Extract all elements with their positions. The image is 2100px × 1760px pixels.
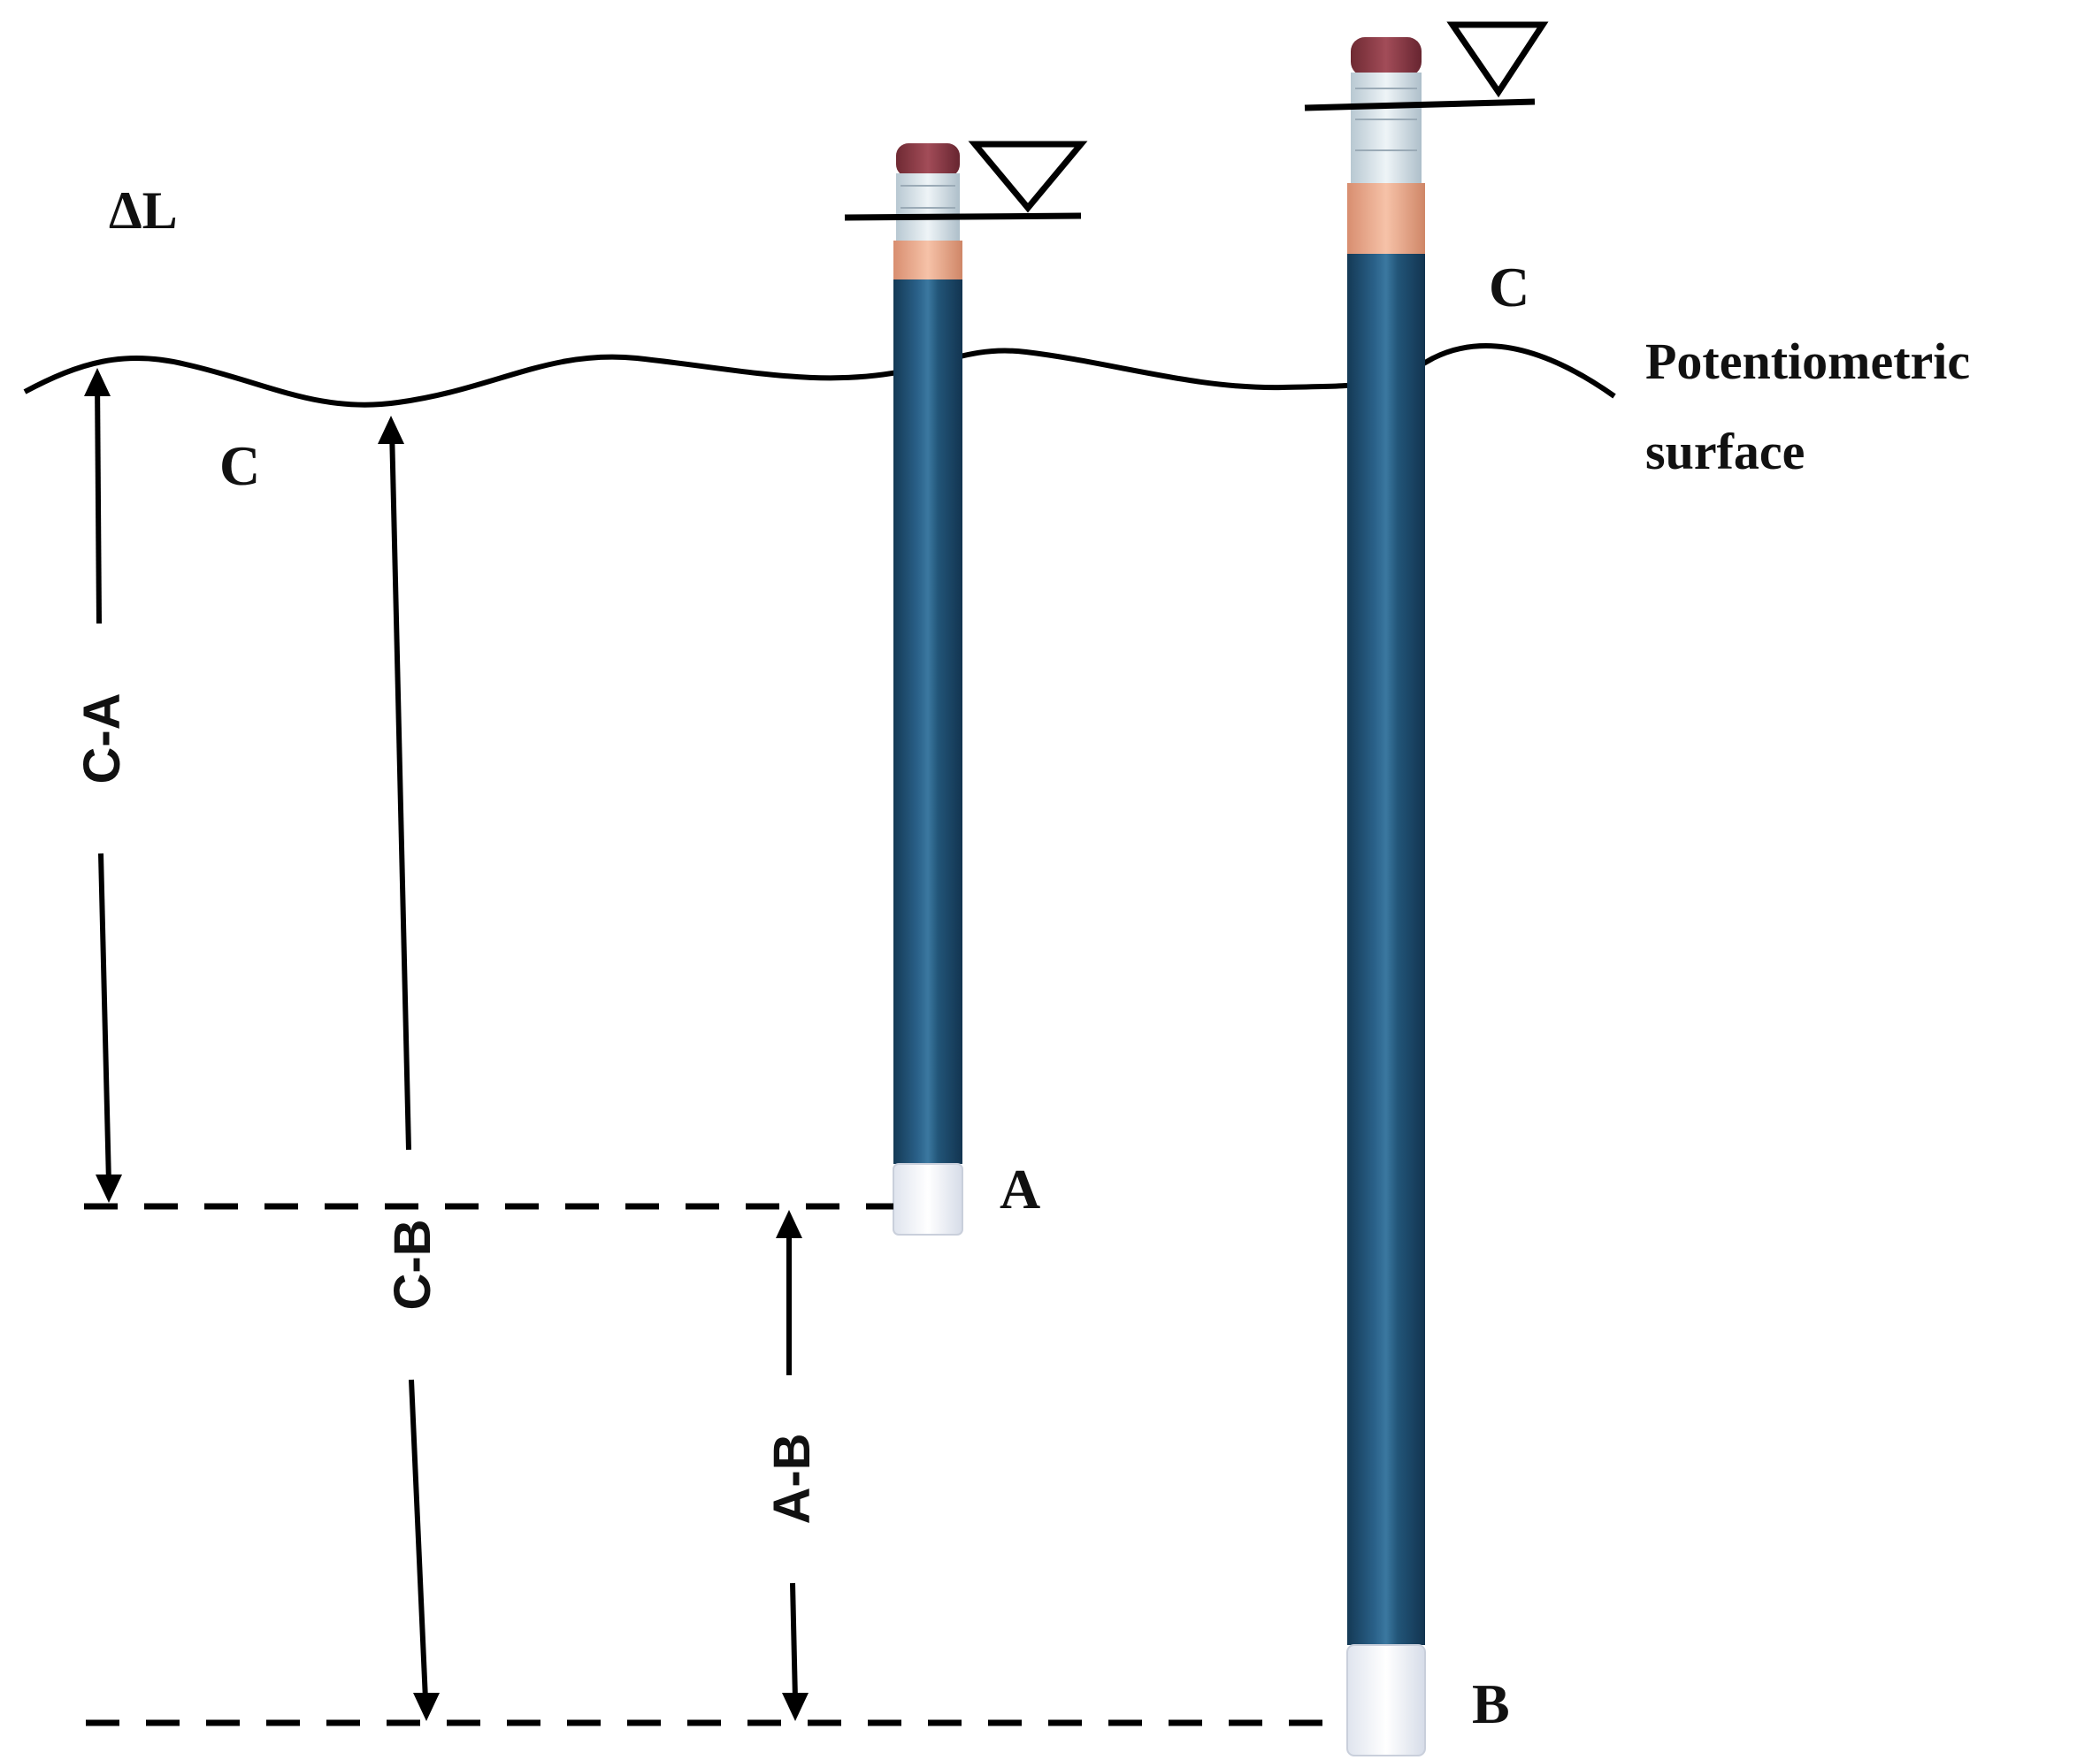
piezometer-b-collar <box>1347 183 1425 254</box>
piezometer-a-pipe <box>893 279 962 1164</box>
piezometer-a-cap <box>896 143 960 177</box>
piezometer-b <box>1346 37 1426 1756</box>
piezometer-b-pipe <box>1347 254 1425 1645</box>
c-label-left: C <box>219 434 260 497</box>
c-minus-b-arrow <box>378 416 440 1721</box>
piezometer-b-glass <box>1351 73 1422 183</box>
piezometer-a-screen-tip <box>893 1163 963 1236</box>
potentiometric-label-line2: surface <box>1645 423 1805 480</box>
piezometer-a <box>893 143 963 1236</box>
a-minus-b-arrow <box>776 1210 809 1721</box>
piezometer-b-cap <box>1351 37 1422 76</box>
c-minus-a-arrow <box>84 368 122 1203</box>
b-label: B <box>1472 1672 1510 1735</box>
c-minus-b-label: C-B <box>384 1219 441 1310</box>
piezometer-b-screen-tip <box>1346 1644 1426 1756</box>
potentiometric-label-line1: Potentiometric <box>1645 333 1970 390</box>
a-label: A <box>1000 1158 1040 1221</box>
c-label-right: C <box>1489 256 1529 318</box>
a-minus-b-label: A-B <box>763 1433 821 1524</box>
water-level-symbol-a <box>844 141 1088 221</box>
water-level-symbol-b <box>1304 21 1549 111</box>
piezometer-a-collar <box>893 241 962 279</box>
delta-l-label: ΔL <box>109 181 178 240</box>
c-minus-a-label: C-A <box>73 693 131 784</box>
